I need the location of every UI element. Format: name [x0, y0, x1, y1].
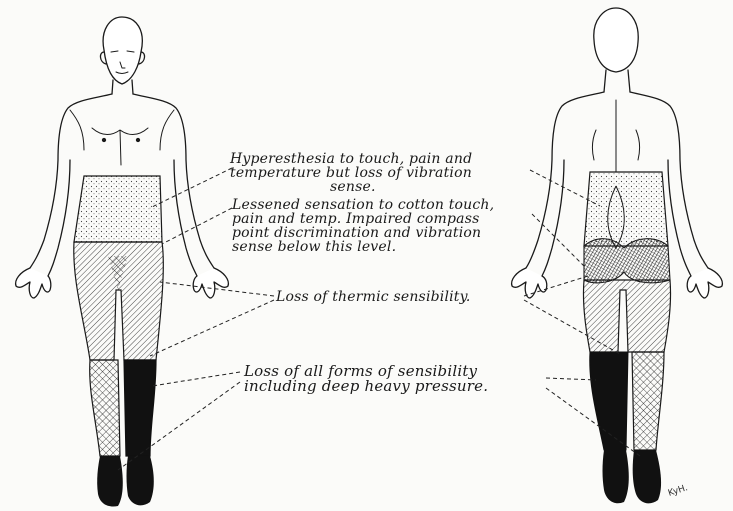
front-left-hand: [16, 268, 51, 298]
front-waist-band-dotted: [74, 176, 162, 242]
label-lessened-line-4: sense below this level.: [232, 240, 494, 254]
label-lessened-line-2: pain and temp. Impaired compass: [232, 212, 494, 226]
front-left-foot: [97, 456, 123, 507]
back-right-lower-leg-crosshatch: [632, 352, 664, 450]
front-left-lower-leg-crosshatch: [90, 360, 120, 456]
label-hyperesthesia-line-1: Hyperesthesia to touch, pain and: [230, 152, 472, 166]
label-lessened-sensation: Lessened sensation to cotton touch, pain…: [232, 198, 494, 254]
front-right-hand: [193, 268, 228, 298]
label-lessened-line-1: Lessened sensation to cotton touch,: [232, 198, 494, 212]
back-left-hand: [512, 268, 547, 298]
label-thermic-text: Loss of thermic sensibility.: [276, 290, 471, 304]
label-hyperesthesia: Hyperesthesia to touch, pain and tempera…: [230, 152, 472, 194]
label-all-forms-loss: Loss of all forms of sensibility includi…: [244, 364, 488, 394]
front-right-foot: [127, 456, 154, 505]
back-waist-band-dotted: [584, 172, 668, 246]
back-left-foot: [603, 450, 629, 503]
back-left-lower-leg-black: [590, 352, 628, 450]
back-legs-hatched: [583, 280, 670, 352]
back-right-foot: [633, 450, 661, 503]
back-head: [594, 8, 638, 72]
label-lessened-line-3: point discrimination and vibration: [232, 226, 494, 240]
label-hyperesthesia-line-3: sense.: [230, 180, 472, 194]
back-right-hand: [687, 268, 722, 298]
label-all-forms-line-2: including deep heavy pressure.: [244, 379, 488, 394]
label-thermic-loss: Loss of thermic sensibility.: [276, 290, 471, 304]
label-hyperesthesia-line-2: temperature but loss of vibration: [230, 166, 472, 180]
back-buttocks-shading: [584, 239, 670, 283]
front-right-lower-leg-black: [124, 360, 156, 456]
